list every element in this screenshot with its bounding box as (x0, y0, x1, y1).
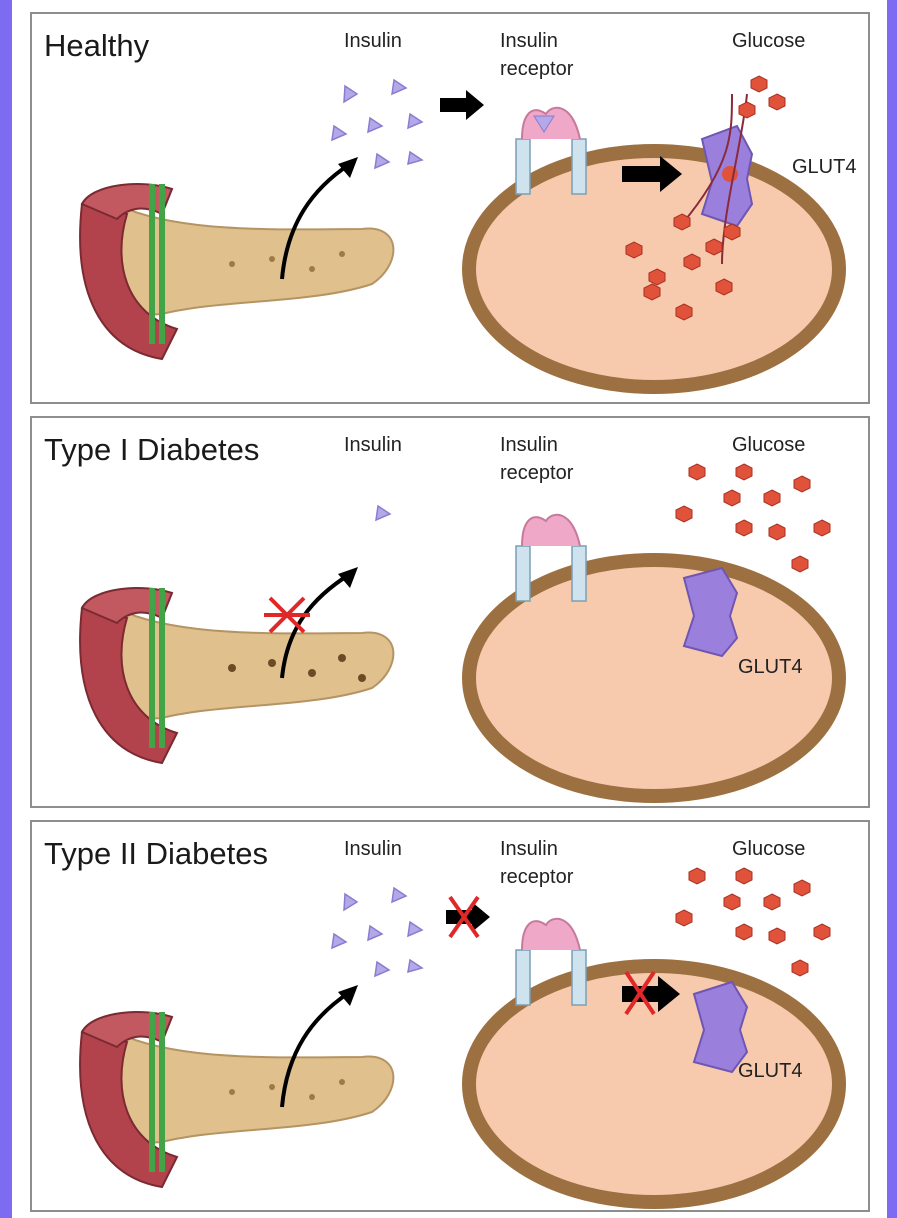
receptor-label-line1: Insulin (500, 836, 558, 862)
pancreas-illustration (80, 1012, 393, 1187)
panel-title: Healthy (44, 28, 149, 64)
glucose-label: Glucose (732, 836, 805, 862)
panel-type2: Type II Diabetes Insulin Insulin recepto… (30, 820, 870, 1212)
panel-title: Type I Diabetes (44, 432, 259, 468)
receptor-label-line1: Insulin (500, 432, 558, 458)
panel-type1: Type I Diabetes Insulin Insulin receptor… (30, 416, 870, 808)
insulin-label: Insulin (344, 836, 402, 862)
insulin-label: Insulin (344, 28, 402, 54)
glut4-label: GLUT4 (738, 654, 802, 680)
panel-healthy-art (32, 14, 868, 402)
glut4-label: GLUT4 (738, 1058, 802, 1084)
panel-type1-art (32, 418, 868, 806)
glut4-label: GLUT4 (792, 154, 856, 180)
receptor-label-line2: receptor (500, 864, 573, 890)
receptor-label-line2: receptor (500, 56, 573, 82)
glucose-label: Glucose (732, 28, 805, 54)
insulin-to-receptor-arrow (440, 90, 484, 120)
glucose-molecules (676, 868, 830, 976)
panel-title: Type II Diabetes (44, 836, 268, 872)
insulin-to-receptor-arrow (446, 902, 490, 932)
panel-healthy: Healthy Insulin Insulin receptor Glucose… (30, 12, 870, 404)
pancreas-illustration (80, 588, 393, 763)
glucose-label: Glucose (732, 432, 805, 458)
insulin-molecules (332, 888, 422, 976)
glut4-transporter (684, 568, 737, 656)
blocked-secretion-x (264, 598, 310, 632)
receptor-label-line2: receptor (500, 460, 573, 486)
insulin-molecules (376, 506, 390, 520)
glucose-molecules (676, 464, 830, 572)
insulin-molecules (332, 80, 422, 168)
panel-type2-art (32, 822, 868, 1210)
insulin-label: Insulin (344, 432, 402, 458)
pancreas-illustration (80, 184, 393, 359)
receptor-label-line1: Insulin (500, 28, 558, 54)
